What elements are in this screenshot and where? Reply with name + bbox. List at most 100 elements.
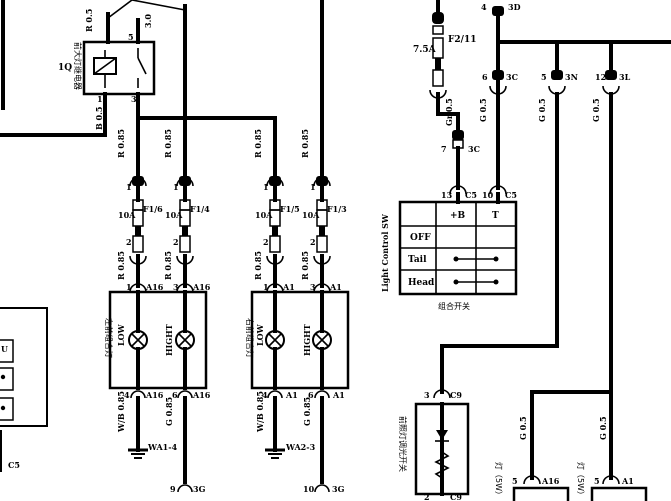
lower-wire-right: G 0.5 xyxy=(598,416,608,440)
left-high-bulb-icon xyxy=(175,330,195,350)
switch-row-head: Head xyxy=(408,278,435,288)
side-lamp-right-conn: A1 xyxy=(621,476,634,486)
left-lamp-wire-left: W/B 0.85 xyxy=(116,391,126,433)
dimmer-diode-icon xyxy=(435,430,449,442)
switch-title: Light Control SW xyxy=(380,213,390,292)
switch-pin-b-conn: C5 xyxy=(505,190,517,200)
side-lamps: G 0.5 G 0.5 5 A16 5 A1 灯（5W） 灯（5W） xyxy=(494,92,648,501)
left-lamp-assembly: LOW HIGHT 左前组合灯 4 A16 6 A16 W/B 0.85 G 0… xyxy=(104,290,211,494)
left-lamp-title: 左前组合灯 xyxy=(104,318,114,358)
fuse-lamp-pin: 1 xyxy=(126,282,132,292)
left-low-bulb-icon xyxy=(128,330,148,350)
fuse-pin-bot: 2 xyxy=(263,237,269,247)
right-lamp-low: LOW xyxy=(255,323,265,346)
right-ground-icon xyxy=(265,448,285,459)
beam-switch: 3 C9 前照灯调光开关 2 C9 xyxy=(398,92,559,501)
fuse-wire-bot-label: R 0.85 xyxy=(163,251,173,280)
right-lamp-wire-left: W/B 0.85 xyxy=(255,391,265,433)
fuse-wire-bot-label: R 0.85 xyxy=(116,251,126,280)
fuse-lamp-pin: 3 xyxy=(310,282,316,292)
left-ground-icon xyxy=(128,448,148,459)
left-partial-component: U C5 xyxy=(0,0,48,472)
fuse-pin-bot: 2 xyxy=(173,237,179,247)
side-lamp-left-conn: A16 xyxy=(541,476,560,486)
fuse-pin-bot: 2 xyxy=(310,237,316,247)
fuse-wire-label: R 0.85 xyxy=(163,129,173,158)
relay-pin-right: 3 xyxy=(131,94,137,104)
tail-fuse-icon xyxy=(432,12,444,87)
right-lamp-pin-bl: 4 xyxy=(262,390,268,400)
fuse-pin-top: 1 xyxy=(173,182,179,192)
relay-pin-top: 5 xyxy=(128,32,134,42)
tail-fuse-wire: Gr 0.5 xyxy=(444,98,454,126)
right-lamp-pin-bl-conn: A1 xyxy=(285,390,298,400)
side-lamp-left-label: 灯（5W） xyxy=(494,462,504,499)
tail-fuse-pin-top: 4 xyxy=(481,2,487,12)
fuse-pin-bot: 2 xyxy=(126,237,132,247)
fuse-wire-label: R 0.85 xyxy=(253,129,263,158)
lower-wire-left: G 0.5 xyxy=(518,416,528,440)
harness-wire: G 0.5 xyxy=(591,98,601,122)
right-lamp-pin-br: 6 xyxy=(308,390,314,400)
fuse-id: F1/3 xyxy=(327,204,347,214)
left-lamp-ground: WA1-4 xyxy=(147,442,178,452)
side-lamp-right-pin: 5 xyxy=(594,476,600,486)
fuse-lamp-conn: A1 xyxy=(282,282,295,292)
beam-switch-pin-bot: 2 xyxy=(424,492,430,501)
side-lamp-left-pin: 5 xyxy=(512,476,518,486)
right-low-bulb-icon xyxy=(265,330,285,350)
fuse-id: F1/4 xyxy=(190,204,210,214)
harness-conn: 3N xyxy=(565,72,578,82)
harness-wire: G 0.5 xyxy=(537,98,547,122)
fuse-wire-bot-label: R 0.85 xyxy=(300,251,310,280)
fuse-wire-bot-label: R 0.85 xyxy=(253,251,263,280)
fuse-amp: 10A xyxy=(165,210,183,220)
harness-wire: G 0.5 xyxy=(478,98,488,122)
fuse-lamp-conn: A16 xyxy=(192,282,211,292)
right-lamp-wire-right: G 0.85 xyxy=(302,397,312,426)
right-lamp-title: 右前组合灯 xyxy=(245,318,255,358)
switch-contact-tail-icon xyxy=(453,256,499,262)
beam-switch-pin-top: 3 xyxy=(424,390,430,400)
right-high-bulb-icon xyxy=(312,330,332,350)
fuse-id: F1/5 xyxy=(280,204,300,214)
fuse-lamp-pin: 3 xyxy=(173,282,179,292)
tail-fuse-pin-c: 7 xyxy=(441,144,447,154)
tail-fuse-circuit: F2/11 7.5A Gr 0.5 7 3C xyxy=(413,0,480,204)
right-lamp-high: HIGHT xyxy=(302,324,312,356)
beam-switch-pin-top-conn: C9 xyxy=(450,390,462,400)
harness-pin: 6 xyxy=(482,72,488,82)
fuse-lamp-conn: A16 xyxy=(145,282,164,292)
switch-name: 组合开关 xyxy=(438,301,470,311)
tail-fuse-pin-c-conn: 3C xyxy=(468,144,480,154)
fuse-wire-label: R 0.85 xyxy=(300,129,310,158)
fuse-icon xyxy=(132,199,144,253)
relay-pin-left: 1 xyxy=(97,94,103,104)
fuse-amp: 10A xyxy=(118,210,136,220)
tail-fuse-id: F2/11 xyxy=(448,35,476,45)
relay-wire-top-left: R 0.5 xyxy=(84,9,94,32)
switch-col-t: T xyxy=(492,211,499,221)
left-lamp-high: HIGHT xyxy=(164,324,174,356)
fuse-lamp-pin: 1 xyxy=(263,282,269,292)
fuse-pin-top: 1 xyxy=(263,182,269,192)
fuse-icon xyxy=(179,199,191,253)
left-partial-conn: C5 xyxy=(8,460,20,470)
harness-pin: 12 xyxy=(595,72,606,82)
right-lamp-pin-br-conn: A1 xyxy=(332,390,345,400)
switch-row-tail: Tail xyxy=(408,255,427,265)
dimmer-resistor-icon xyxy=(434,451,450,479)
left-lamp-bottom-conn: 3G xyxy=(193,484,206,494)
left-partial-label: U xyxy=(1,344,8,354)
right-lamp-bottom-pin: 10 xyxy=(303,484,315,494)
tail-fuse-pin-top-conn: 3D xyxy=(508,2,521,12)
right-lamp-bottom-conn: 3G xyxy=(332,484,345,494)
relay-wire-top-right: 3.0 xyxy=(143,14,153,28)
switch-pin-a: 13 xyxy=(441,190,453,200)
